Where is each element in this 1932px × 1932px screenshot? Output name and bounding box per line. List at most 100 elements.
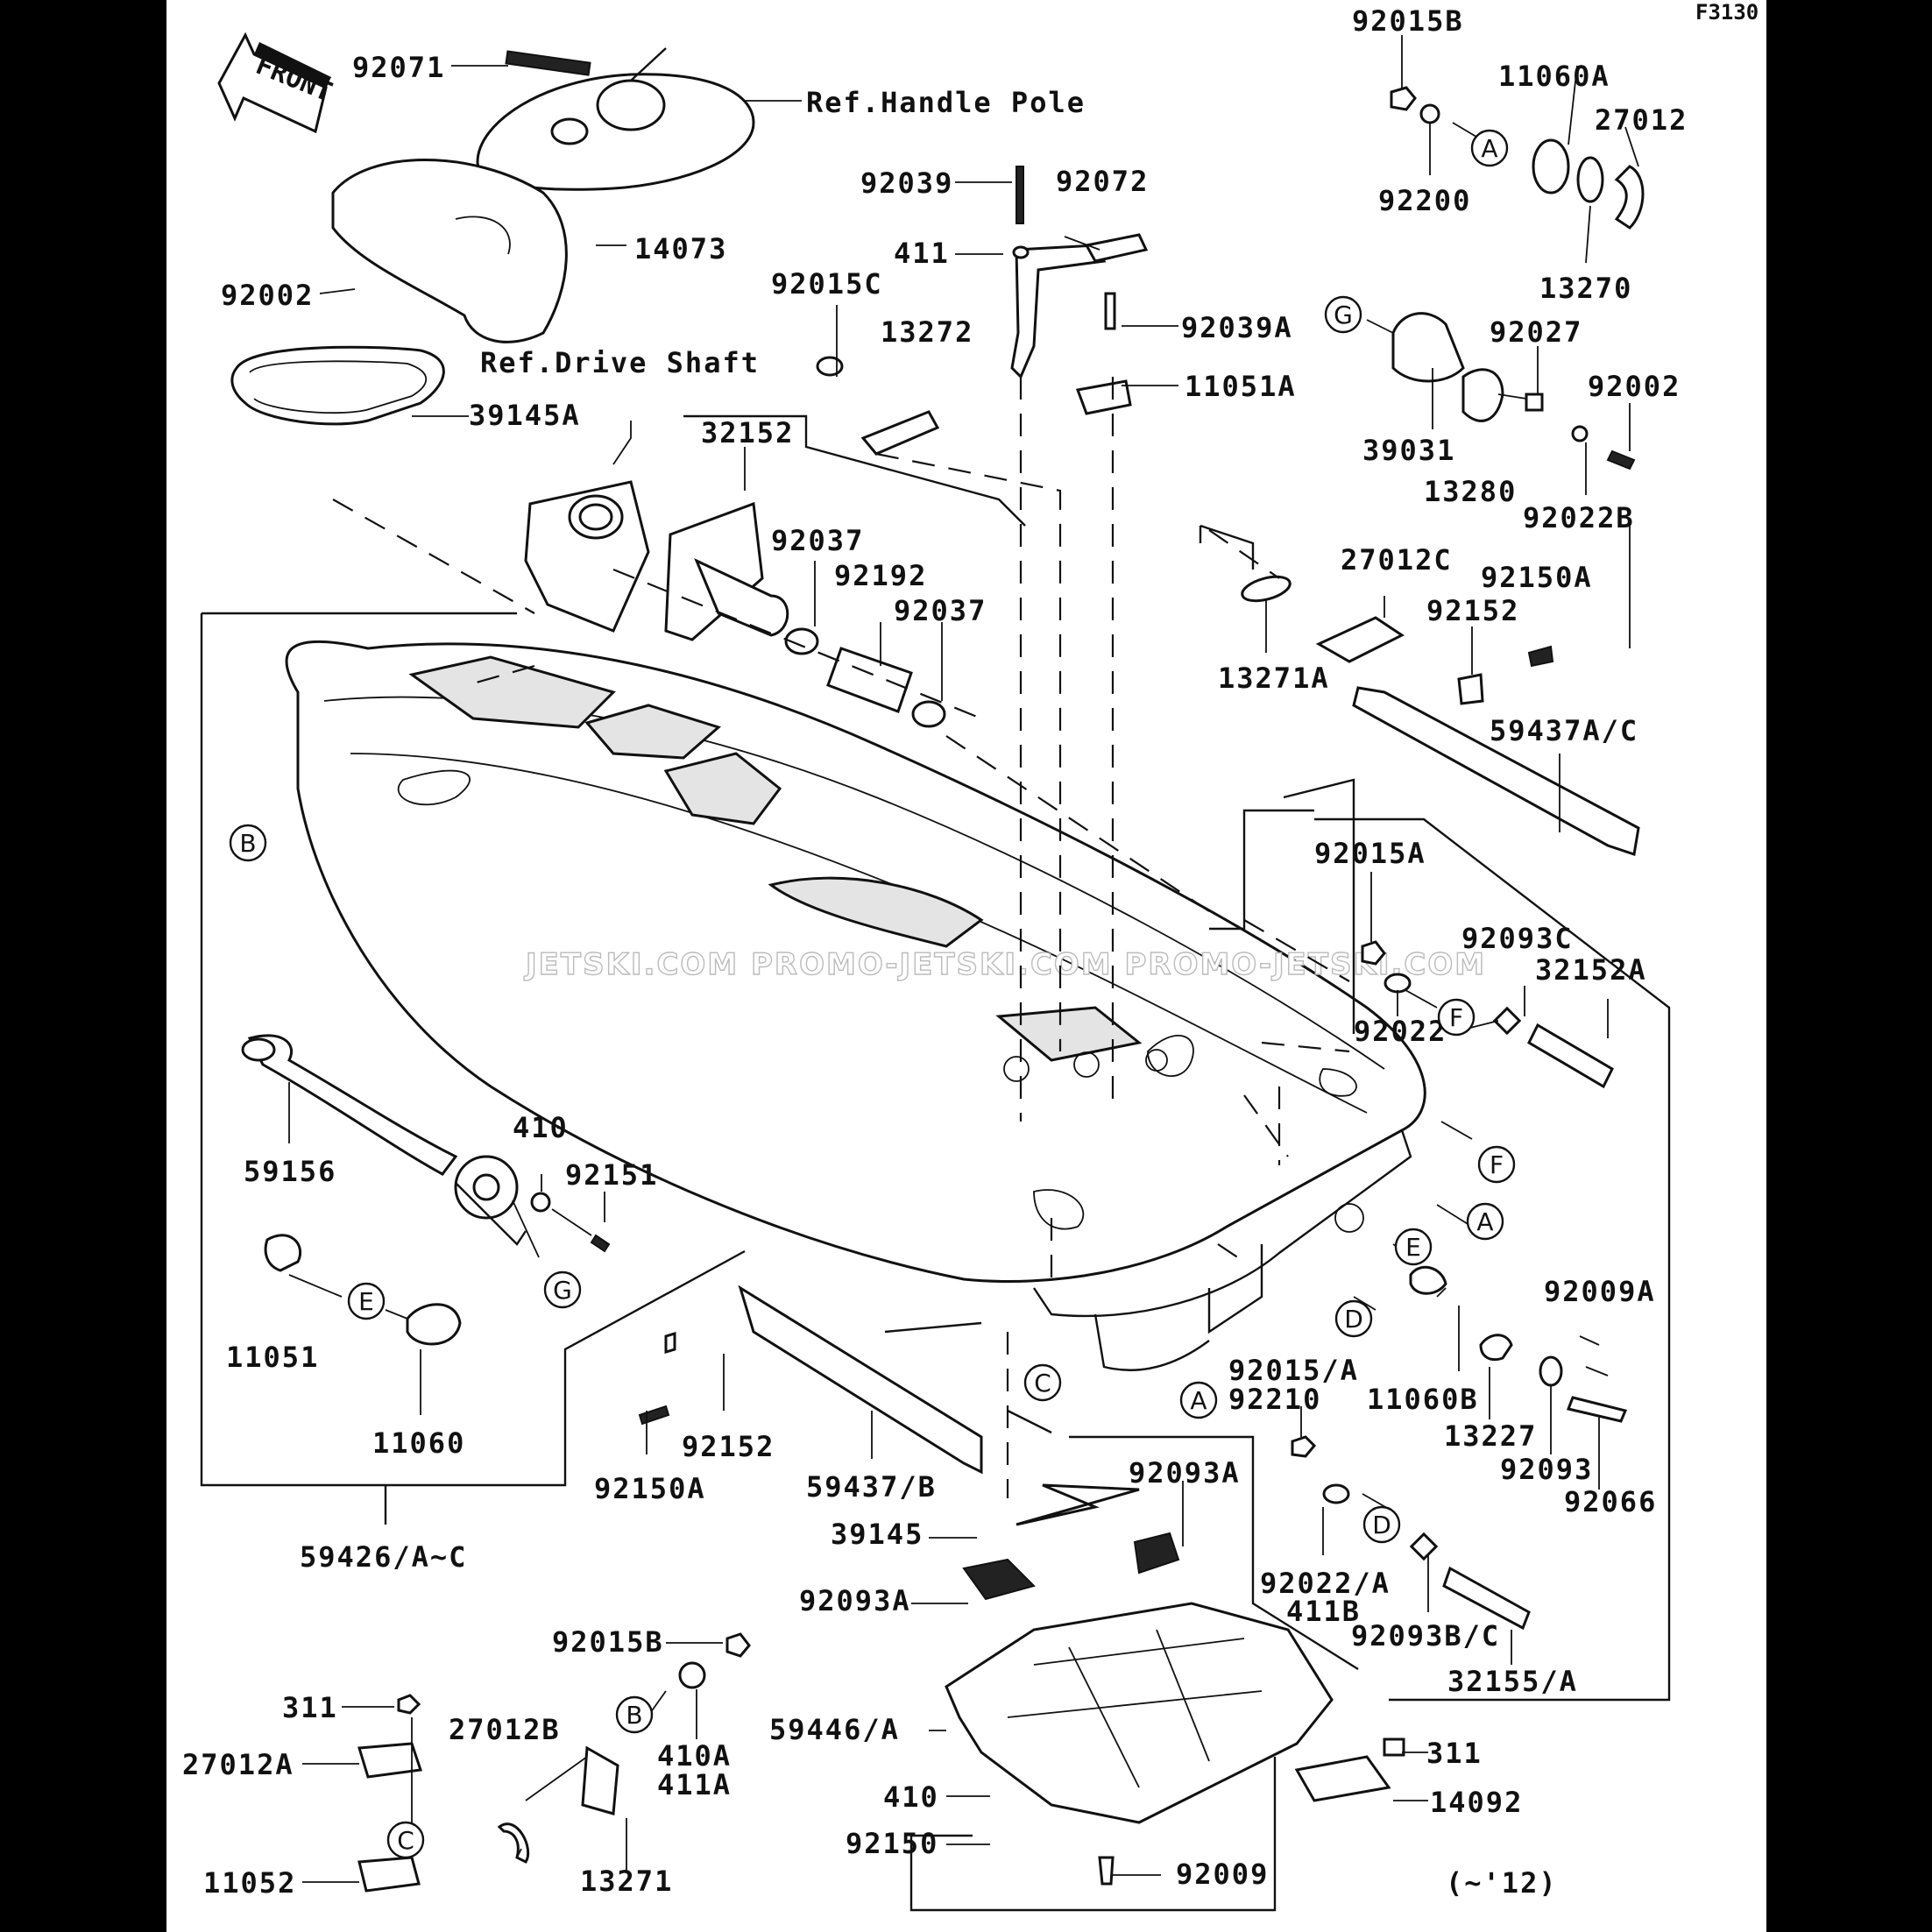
svg-text:G: G: [553, 1276, 572, 1305]
svg-text:F: F: [1490, 1150, 1504, 1179]
part-label: 27012C: [1341, 543, 1453, 577]
part-label: 92151: [565, 1158, 658, 1192]
part-label: 11060B: [1367, 1383, 1479, 1416]
part-label: 411B: [1286, 1595, 1361, 1628]
callout-a-marker: A: [1470, 129, 1509, 167]
callout-f-marker: F: [1477, 1145, 1516, 1184]
front-arrow-icon: FRONT: [217, 32, 336, 134]
svg-text:C: C: [1034, 1369, 1051, 1398]
part-label: 14073: [634, 232, 727, 265]
svg-text:E: E: [358, 1287, 374, 1316]
callout-d-marker: D: [1362, 1505, 1401, 1544]
part-label: 92150: [846, 1827, 938, 1860]
part-label: 59156: [244, 1155, 336, 1188]
part-label: 11060: [372, 1426, 465, 1460]
part-label: 92072: [1056, 165, 1149, 198]
watermark: JETSKI.COM PROMO-JETSKI.COM PROMO-JETSKI…: [524, 947, 1486, 982]
bolt-92039A-illustration: [1075, 292, 1132, 415]
part-label: 92152: [1426, 594, 1519, 627]
part-label: 92015B: [552, 1625, 664, 1659]
svg-text:E: E: [1405, 1233, 1421, 1262]
part-label: 59446/A: [769, 1713, 900, 1746]
stay-13272-illustration: [816, 356, 940, 456]
model-note: (~'12): [1446, 1866, 1558, 1900]
vent-cap-39031-illustration: [1391, 312, 1636, 471]
callout-d-marker: D: [1334, 1299, 1373, 1338]
drive-shaft-flange-illustration: [524, 480, 650, 633]
part-label: 92009: [1176, 1858, 1269, 1891]
callout-e-marker: E: [1394, 1228, 1433, 1266]
callout-a-marker: A: [1466, 1202, 1504, 1241]
part-label: 92093: [1500, 1453, 1593, 1486]
svg-text:A: A: [1476, 1207, 1493, 1236]
part-label: 92152: [682, 1430, 775, 1463]
part-label: 11051: [226, 1341, 319, 1374]
part-label: 11051A: [1185, 370, 1297, 403]
duct-32152-illustration: [664, 501, 789, 641]
svg-text:F: F: [1449, 1003, 1463, 1032]
part-label: 59437/B: [806, 1470, 937, 1504]
svg-text:A: A: [1481, 134, 1497, 163]
part-label: 39145A: [469, 399, 581, 432]
svg-text:D: D: [1372, 1511, 1391, 1539]
part-label: 311: [1426, 1737, 1483, 1770]
part-label: 92022B: [1523, 501, 1635, 534]
part-label: 92093A: [1129, 1456, 1241, 1490]
part-label: 13270: [1539, 272, 1632, 305]
hose-and-clamps-illustration: [784, 627, 946, 728]
part-label: 92150A: [594, 1472, 706, 1505]
part-label: 92093B/C: [1351, 1619, 1500, 1652]
part-label: 92093A: [799, 1584, 911, 1617]
figure-code: F3130: [1695, 0, 1759, 25]
part-label: 92022/A: [1260, 1567, 1391, 1600]
part-label: 92192: [834, 559, 927, 592]
leader-lines: [200, 35, 1671, 1912]
callout-g-marker: G: [543, 1270, 582, 1309]
ride-plate-59446A-illustration: [945, 1602, 1334, 1824]
part-label: 92022: [1354, 1015, 1447, 1048]
callout-b-marker: B: [229, 824, 267, 862]
callout-e-marker: E: [347, 1282, 386, 1320]
part-label: 13280: [1424, 475, 1517, 508]
handle-pole-cover-illustration: [331, 159, 568, 343]
grip-27012C-illustration: [1241, 575, 1554, 705]
svg-text:C: C: [397, 1826, 414, 1855]
cover-14092-illustration: [1098, 1737, 1405, 1886]
bottom-left-brackets-illustration: [357, 1632, 751, 1893]
part-label: 11052: [203, 1866, 296, 1900]
callout-c-marker: C: [1023, 1363, 1062, 1402]
svg-text:B: B: [239, 829, 256, 858]
part-label: 32152: [701, 416, 794, 449]
part-number-labels: 92071 14073 92002 39145A 32152 92037 921…: [182, 4, 1686, 1900]
part-label: 32152A: [1535, 953, 1647, 987]
intake-grates-illustration: [962, 1483, 1180, 1601]
part-label: 13227: [1444, 1419, 1537, 1453]
bracket-92072-illustration: [1010, 166, 1149, 379]
svg-text:A: A: [1190, 1386, 1207, 1415]
part-label: 39031: [1362, 434, 1455, 467]
part-label: 59437A/C: [1490, 714, 1638, 747]
part-label: 92009A: [1544, 1275, 1656, 1308]
part-label: 92002: [1588, 370, 1681, 403]
callout-f-marker: F: [1437, 998, 1476, 1037]
part-label: 92037: [894, 594, 987, 627]
part-label: 27012B: [449, 1713, 561, 1746]
ref-handle-pole: Ref.Handle Pole: [806, 86, 1086, 119]
part-label: 92200: [1378, 184, 1471, 217]
seal-ring-illustration: [230, 345, 445, 426]
callout-g-marker: G: [1324, 295, 1362, 334]
part-label: 92093C: [1461, 922, 1574, 955]
hull-illustration: [285, 640, 1426, 1371]
part-label: 13271: [580, 1865, 673, 1898]
part-label: 92210: [1228, 1383, 1321, 1416]
callout-a-marker: A: [1179, 1381, 1218, 1419]
handle-pole-mount-illustration: [476, 47, 755, 191]
callout-b-marker: B: [615, 1695, 654, 1734]
part-label: 92015/A: [1228, 1354, 1359, 1387]
part-label: 27012A: [182, 1748, 294, 1781]
rail-59437AC-illustration: [1352, 686, 1640, 856]
inspection-port-illustration: [264, 1155, 611, 1346]
part-label: 92037: [771, 524, 864, 557]
